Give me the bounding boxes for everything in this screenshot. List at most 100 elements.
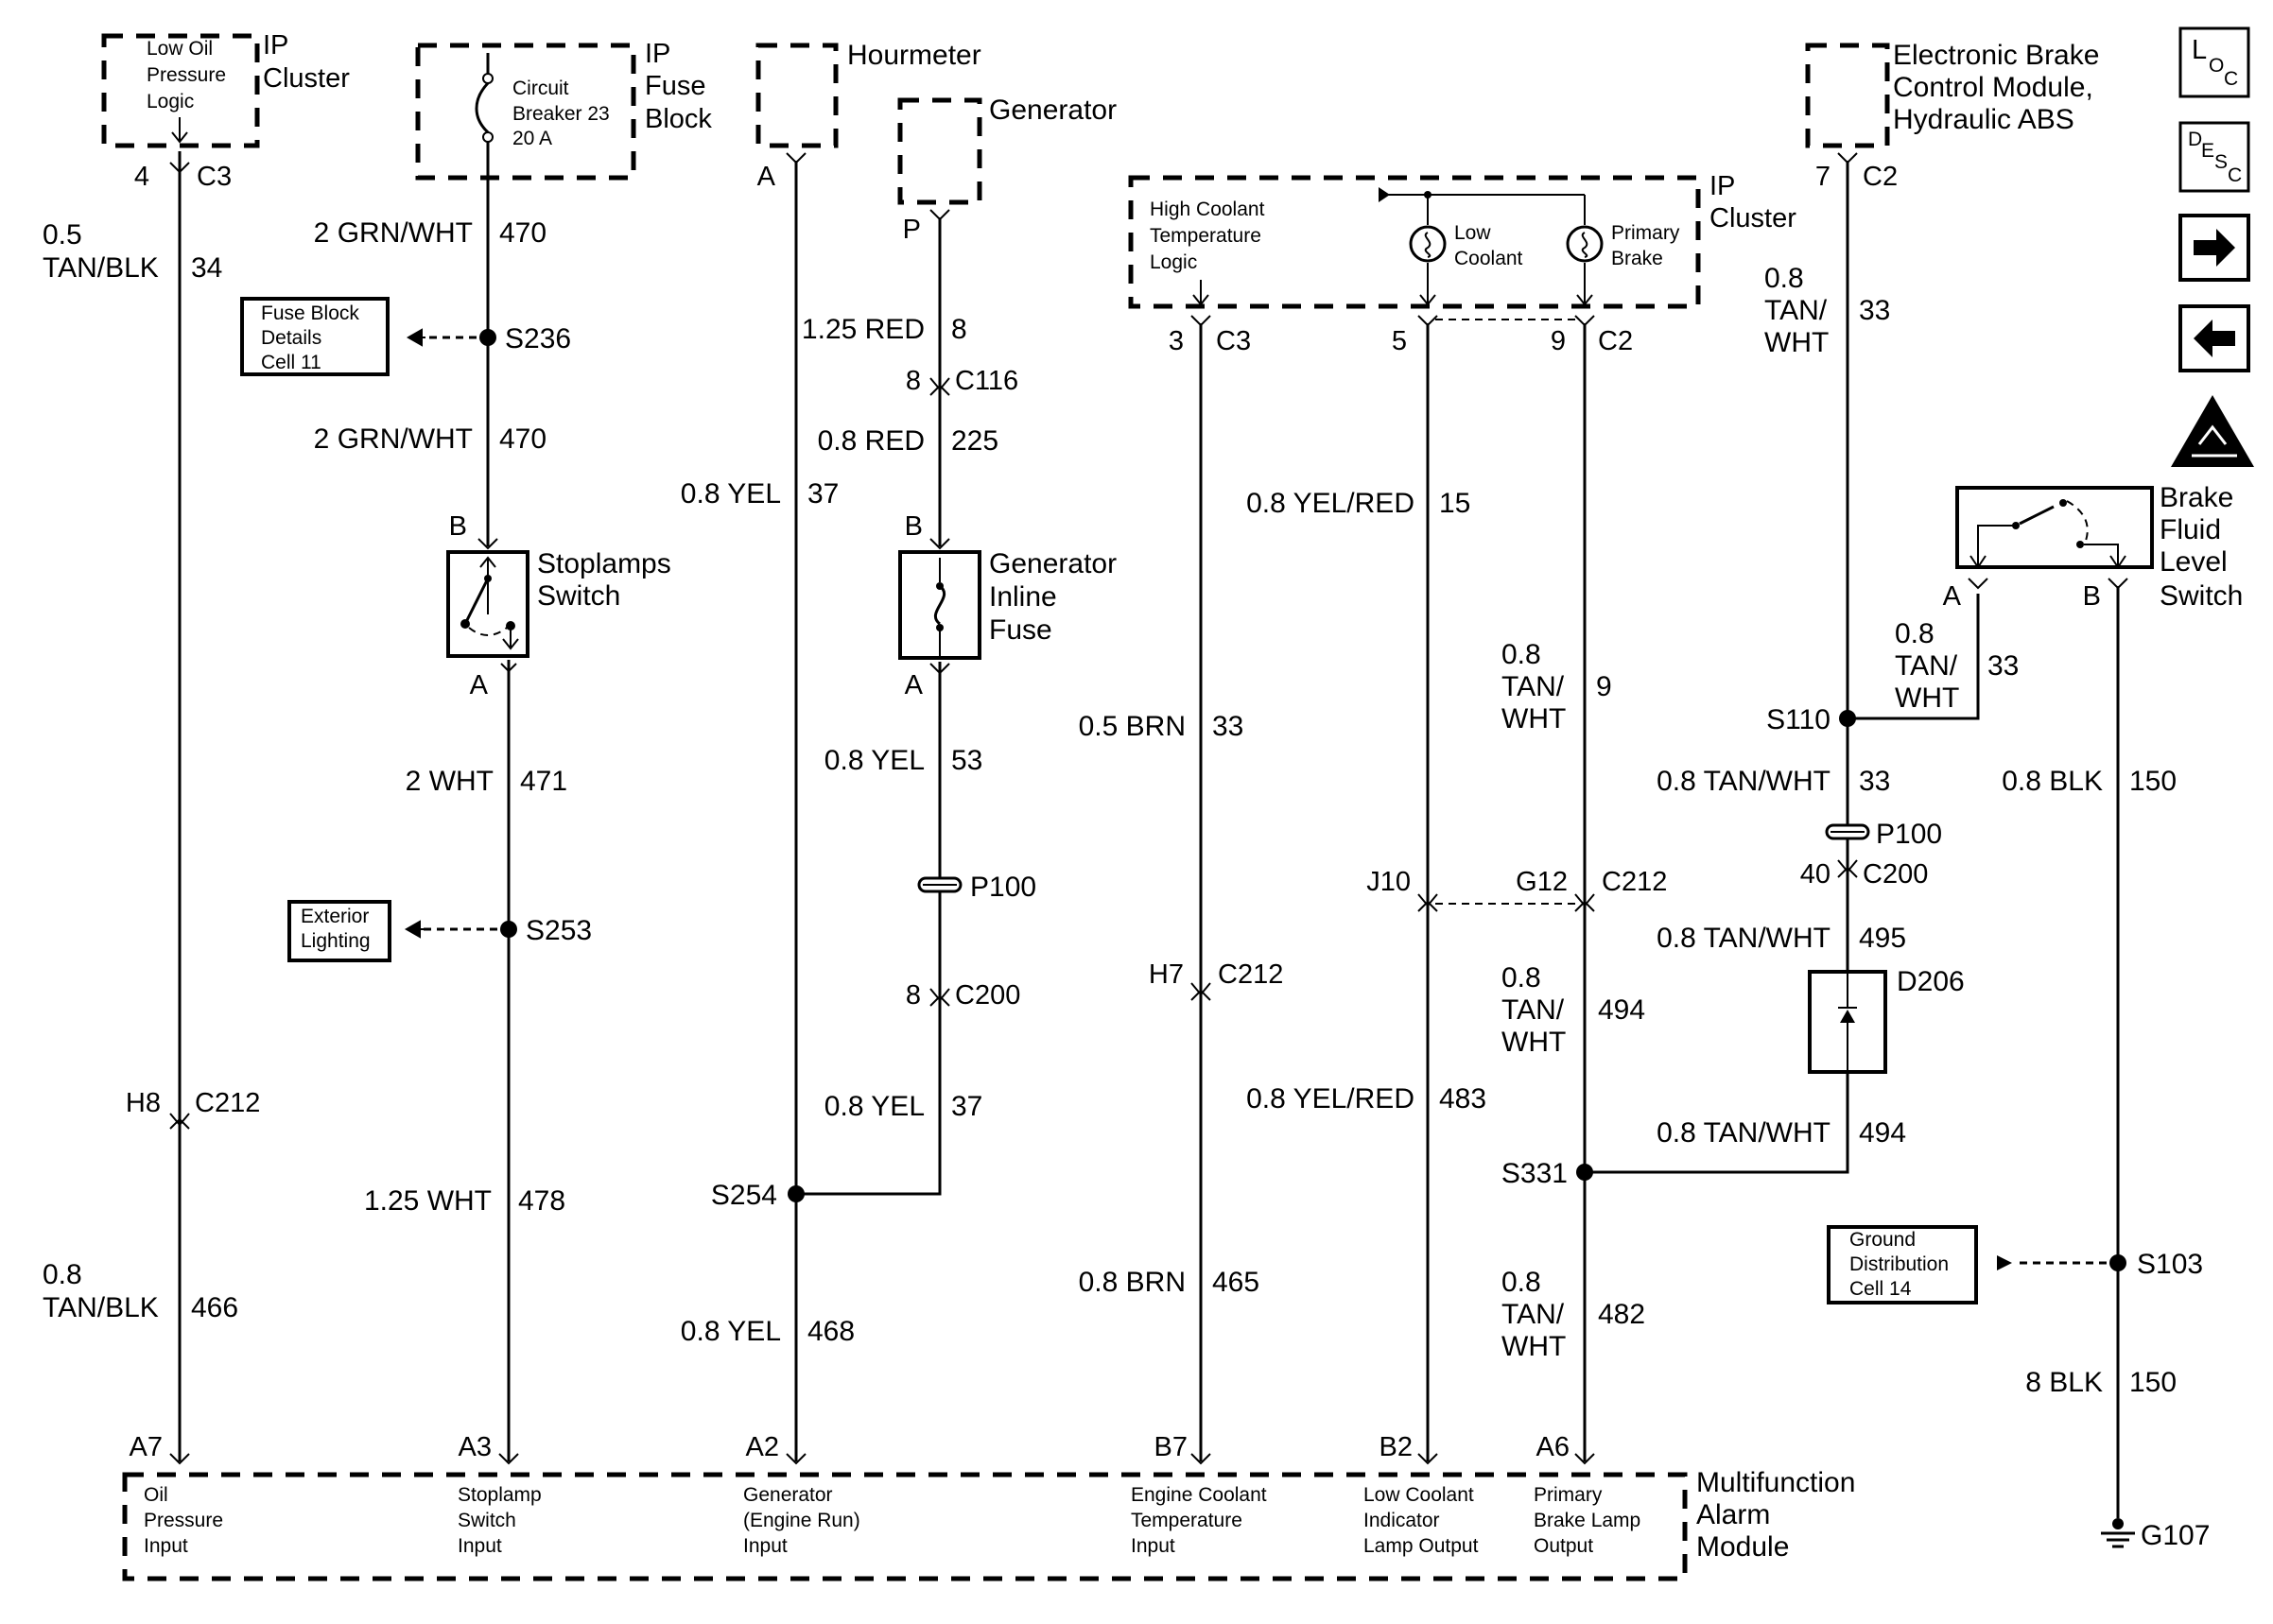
- wire-150a-circuit: 150: [2129, 766, 2177, 797]
- mam-in2-3: Input: [458, 1535, 502, 1557]
- pin-c8-c200-conn: C200: [1863, 859, 1928, 890]
- splice-s253-label: S253: [526, 915, 592, 946]
- wire-471-circuit: 471: [520, 766, 567, 797]
- wire-53-circuit: 53: [951, 745, 982, 776]
- wire-466-circuit: 466: [191, 1292, 238, 1323]
- hourmeter-name: Hourmeter: [847, 40, 981, 71]
- pin-c5-mid-conn: C212: [1218, 959, 1283, 990]
- pin-c6-bot: B2: [1379, 1432, 1413, 1462]
- wire-15-gauge: 0.8 YEL/RED: [1246, 488, 1414, 519]
- wire-33a-circuit: 33: [1859, 295, 1890, 326]
- ipc-logic-3: Logic: [1150, 251, 1197, 273]
- wire-466-gauge-1: 0.8: [43, 1259, 82, 1290]
- mam-in2-2: Switch: [458, 1510, 516, 1531]
- wire-494a-gauge-2: TAN/: [1501, 994, 1565, 1026]
- wire-494a-gauge-3: WHT: [1501, 1027, 1566, 1058]
- svg-text:E: E: [2201, 140, 2214, 162]
- connector-c116: [929, 377, 950, 396]
- splice-s331-label: S331: [1501, 1158, 1568, 1189]
- wire-225-gauge: 0.8 RED: [818, 425, 925, 457]
- mam-in3-2: (Engine Run): [743, 1510, 860, 1531]
- ip-cluster-left-name-1: IP: [263, 30, 288, 60]
- pin-c7-mid-conn: C212: [1602, 867, 1667, 897]
- pin-bf-a: A: [1943, 581, 1962, 612]
- mam-in4-1: Engine Coolant: [1131, 1484, 1267, 1506]
- ipc-lamp2-2: Brake: [1611, 248, 1663, 269]
- pin-c7-bot: A6: [1536, 1432, 1570, 1462]
- fuse-block-details-box[interactable]: [240, 297, 390, 376]
- pin-c1-mid-conn: C212: [195, 1088, 260, 1118]
- wire-150b-gauge: 8 BLK: [2025, 1367, 2103, 1398]
- arrow-left-icon[interactable]: [2178, 304, 2250, 372]
- svg-text:C: C: [2224, 68, 2238, 90]
- pin-c4-top: P: [903, 215, 921, 245]
- wire-33brn-gauge: 0.5 BRN: [1079, 711, 1186, 742]
- wire-470b-gauge: 2 GRN/WHT: [314, 423, 473, 455]
- pin-c5-mid: H7: [1149, 959, 1184, 990]
- desc-icon[interactable]: D E S C: [2178, 121, 2250, 193]
- wire-466-gauge-2: TAN/BLK: [43, 1292, 159, 1323]
- ipc-logic-2: Temperature: [1150, 225, 1261, 247]
- wire-478-gauge: 1.25 WHT: [364, 1185, 492, 1217]
- pin-c7-top-conn: C2: [1598, 326, 1633, 356]
- connector-c212-c7: [1574, 893, 1595, 912]
- mam-in6-2: Brake Lamp: [1534, 1510, 1640, 1531]
- esd-warning-icon: [2171, 395, 2254, 467]
- mam-in4-2: Temperature: [1131, 1510, 1242, 1531]
- pin-c4-fuse-b: B: [905, 511, 923, 542]
- pin-c2-top: B: [449, 511, 467, 542]
- wire-225-circuit: 225: [951, 425, 998, 457]
- wire-482-circuit: 482: [1598, 1299, 1645, 1330]
- wire-470a-gauge: 2 GRN/WHT: [314, 217, 473, 249]
- stoplamps-switch: [446, 550, 529, 658]
- pin-bf-b: B: [2083, 581, 2101, 612]
- ip-cluster-left-name-2: Cluster: [263, 63, 350, 94]
- fuse-block-details-1: Fuse Block: [261, 302, 359, 324]
- ip-fuse-block-inner-3: 20 A: [512, 128, 552, 149]
- wire-482-gauge-3: WHT: [1501, 1331, 1566, 1362]
- ebcm-name-3: Hydraulic ABS: [1893, 104, 2074, 135]
- mam-in3-1: Generator: [743, 1484, 833, 1506]
- wire-53-gauge: 0.8 YEL: [824, 745, 925, 776]
- ip-cluster-left-inner-1: Low Oil: [147, 38, 213, 60]
- fuse-block-details-3: Cell 11: [261, 352, 321, 373]
- ground-g107-icon: [2101, 1518, 2135, 1548]
- wire-33a-gauge-1: 0.8: [1764, 263, 1804, 294]
- wire-8-gauge: 1.25 RED: [802, 314, 925, 345]
- arrow-right-icon[interactable]: [2178, 214, 2250, 282]
- mam-in3-3: Input: [743, 1535, 788, 1557]
- mam-name-3: Module: [1696, 1531, 1789, 1563]
- exterior-lighting-box[interactable]: [287, 900, 391, 962]
- ip-cluster-left: Low Oil Pressure Logic IP Cluster: [101, 30, 350, 148]
- mam-in6-1: Primary: [1534, 1484, 1603, 1506]
- wire-465-gauge: 0.8 BRN: [1079, 1267, 1186, 1298]
- ground-distribution-box[interactable]: [1827, 1225, 1978, 1304]
- wire-494a-circuit: 494: [1598, 994, 1645, 1026]
- mam-name-2: Alarm: [1696, 1499, 1770, 1530]
- bfs-name-2: Fluid: [2160, 514, 2221, 545]
- ipc-lamp1-2: Coolant: [1454, 248, 1523, 269]
- ip-cluster-right: High Coolant Temperature Logic Low Coola…: [1128, 171, 1796, 309]
- pin-c4-c200: 8: [906, 980, 921, 1011]
- pin-c2-bot: A3: [459, 1432, 492, 1462]
- mam-in2-1: Stoplamp: [458, 1484, 542, 1506]
- ipc-lamp1-1: Low: [1454, 222, 1491, 244]
- ip-fuse-block: Circuit Breaker 23 20 A IP Fuse Block: [415, 39, 712, 181]
- wire-468-gauge: 0.8 YEL: [681, 1316, 781, 1347]
- mam-in6-3: Output: [1534, 1535, 1593, 1557]
- ground-dist-1: Ground: [1849, 1229, 1916, 1251]
- ip-fuse-block-name-3: Block: [645, 104, 712, 134]
- stoplamps-switch-name-1: Stoplamps: [537, 548, 671, 579]
- connector-c200-c8: [1837, 859, 1858, 878]
- ip-cluster-left-inner-3: Logic: [147, 91, 194, 112]
- connector-c212-c5: [1190, 982, 1211, 1001]
- splice-s236-label: S236: [505, 323, 571, 354]
- wire-495-circuit: 495: [1859, 923, 1906, 954]
- splice-s103-label: S103: [2137, 1249, 2203, 1280]
- pin-c2-sw-a: A: [470, 670, 489, 700]
- loc-icon[interactable]: L O C: [2178, 26, 2250, 98]
- svg-text:L: L: [2192, 35, 2207, 65]
- wire-9-gauge-1: 0.8: [1501, 639, 1541, 670]
- pin-c7-top: 9: [1551, 326, 1566, 356]
